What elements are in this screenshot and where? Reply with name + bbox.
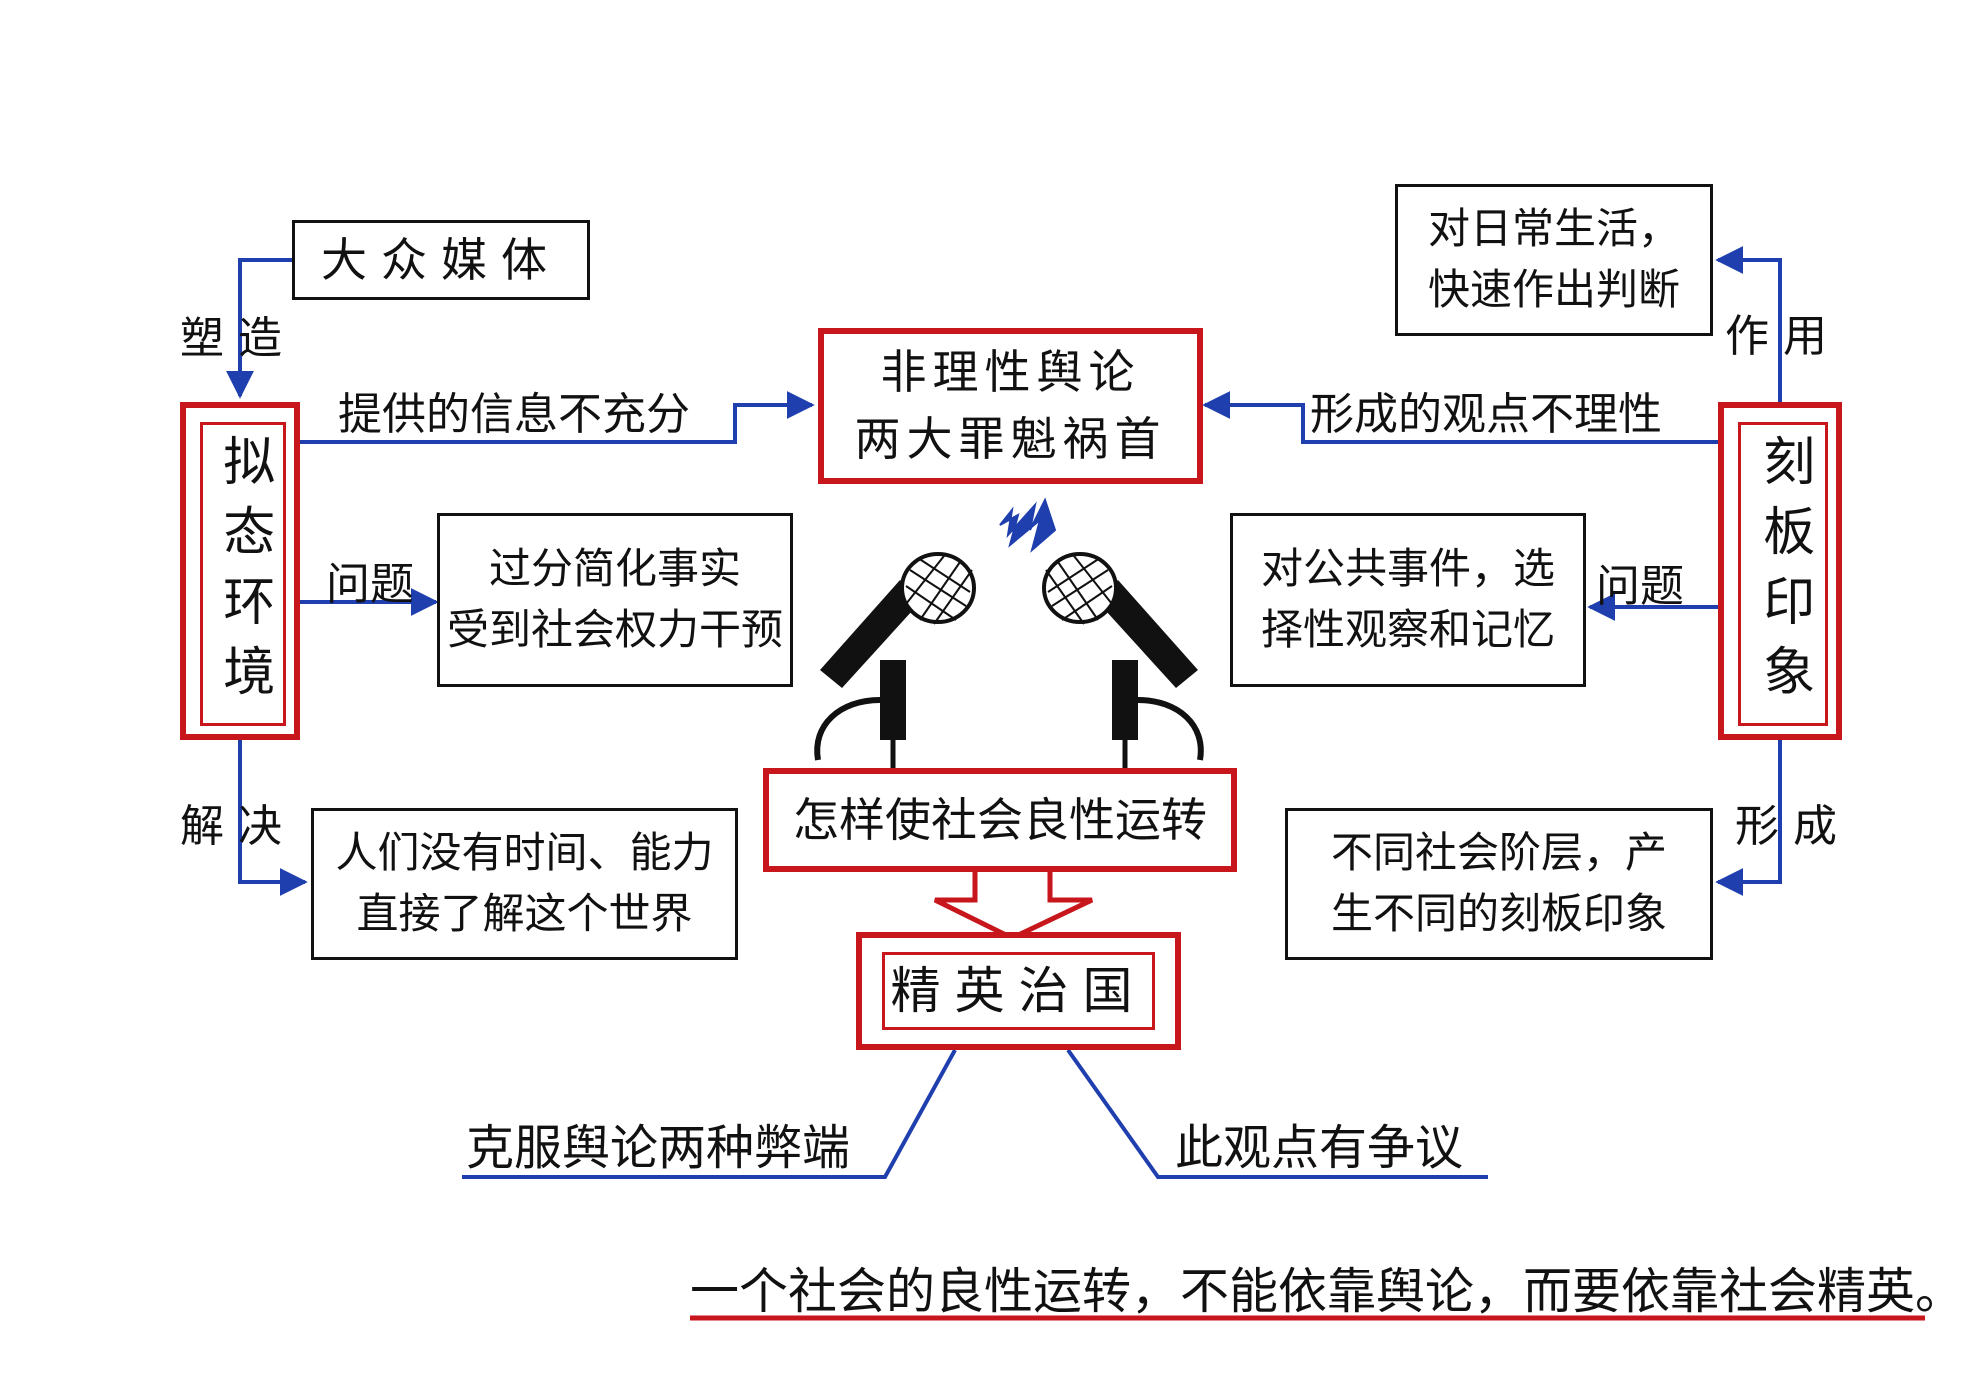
bottom-left-note: 克服舆论两种弊端 bbox=[466, 1120, 851, 1176]
connector-right-to-classes bbox=[1715, 740, 1782, 896]
daily-life-box: 对日常生活， 快速作出判断 bbox=[1395, 184, 1713, 336]
edge-label-irrational-view: 形成的观点不理性 bbox=[1310, 389, 1662, 440]
conclusion-text: 一个社会的良性运转，不能依靠舆论，而要依靠社会精英。 bbox=[690, 1263, 1962, 1320]
daily-life-text: 对日常生活， 快速作出判断 bbox=[1427, 204, 1680, 314]
connector-right-to-center-top bbox=[1202, 391, 1718, 444]
edge-label-effect: 作用 bbox=[1725, 311, 1841, 362]
right-core-inner: 刻板印象 bbox=[1738, 422, 1828, 726]
mass-media-box: 大众媒体 bbox=[292, 220, 590, 300]
connector-left-to-solution bbox=[238, 740, 308, 896]
connector-right-to-daily bbox=[1715, 246, 1782, 402]
center-middle-label: 怎样使社会良性运转 bbox=[793, 792, 1207, 847]
edge-label-right-problem: 问题 bbox=[1596, 561, 1684, 612]
public-events-box: 对公共事件，选 择性观察和记忆 bbox=[1230, 513, 1586, 687]
mass-media-label: 大众媒体 bbox=[321, 232, 561, 287]
microphone-icon-right bbox=[1042, 552, 1204, 768]
line-left-note bbox=[462, 1049, 957, 1179]
edge-label-insufficient-info: 提供的信息不充分 bbox=[338, 389, 690, 440]
edge-label-left-solve: 解决 bbox=[180, 801, 296, 852]
left-core-inner: 拟态环境 bbox=[200, 422, 286, 726]
hollow-arrow bbox=[933, 870, 1094, 941]
bottom-right-note: 此观点有争议 bbox=[1175, 1120, 1464, 1176]
line-right-note bbox=[1066, 1048, 1488, 1179]
center-bottom-inner: 精英治国 bbox=[882, 952, 1155, 1030]
classes-box: 不同社会阶层，产 生不同的刻板印象 bbox=[1285, 808, 1713, 960]
center-bottom-box: 精英治国 bbox=[856, 932, 1181, 1050]
left-core-label: 拟态环境 bbox=[213, 434, 274, 714]
right-core-label: 刻板印象 bbox=[1753, 434, 1814, 714]
right-core-box: 刻板印象 bbox=[1718, 402, 1842, 740]
connector-left-to-center-top bbox=[300, 391, 815, 444]
left-problem-text: 过分简化事实 受到社会权力干预 bbox=[446, 544, 783, 654]
public-events-text: 对公共事件，选 择性观察和记忆 bbox=[1260, 544, 1555, 654]
classes-text: 不同社会阶层，产 生不同的刻板印象 bbox=[1330, 828, 1667, 938]
center-top-line2: 两大罪魁祸首 bbox=[854, 412, 1167, 466]
edge-label-left-problem: 问题 bbox=[326, 559, 414, 610]
microphone-icon-left bbox=[814, 552, 976, 768]
center-middle-box: 怎样使社会良性运转 bbox=[763, 768, 1237, 872]
left-solution-text: 人们没有时间、能力 直接了解这个世界 bbox=[335, 828, 714, 938]
center-top-line1: 非理性舆论 bbox=[880, 345, 1141, 400]
left-problem-box: 过分简化事实 受到社会权力干预 bbox=[437, 513, 793, 687]
connector-media-to-core bbox=[226, 258, 292, 399]
edge-label-form: 形成 bbox=[1735, 801, 1851, 852]
lightning-spark-icon bbox=[999, 497, 1057, 553]
center-bottom-label: 精英治国 bbox=[890, 961, 1147, 1020]
center-top-box: 非理性舆论 两大罪魁祸首 bbox=[818, 328, 1203, 484]
edge-label-shape: 塑造 bbox=[180, 313, 296, 364]
left-core-box: 拟态环境 bbox=[180, 402, 300, 740]
left-solution-box: 人们没有时间、能力 直接了解这个世界 bbox=[311, 808, 738, 960]
